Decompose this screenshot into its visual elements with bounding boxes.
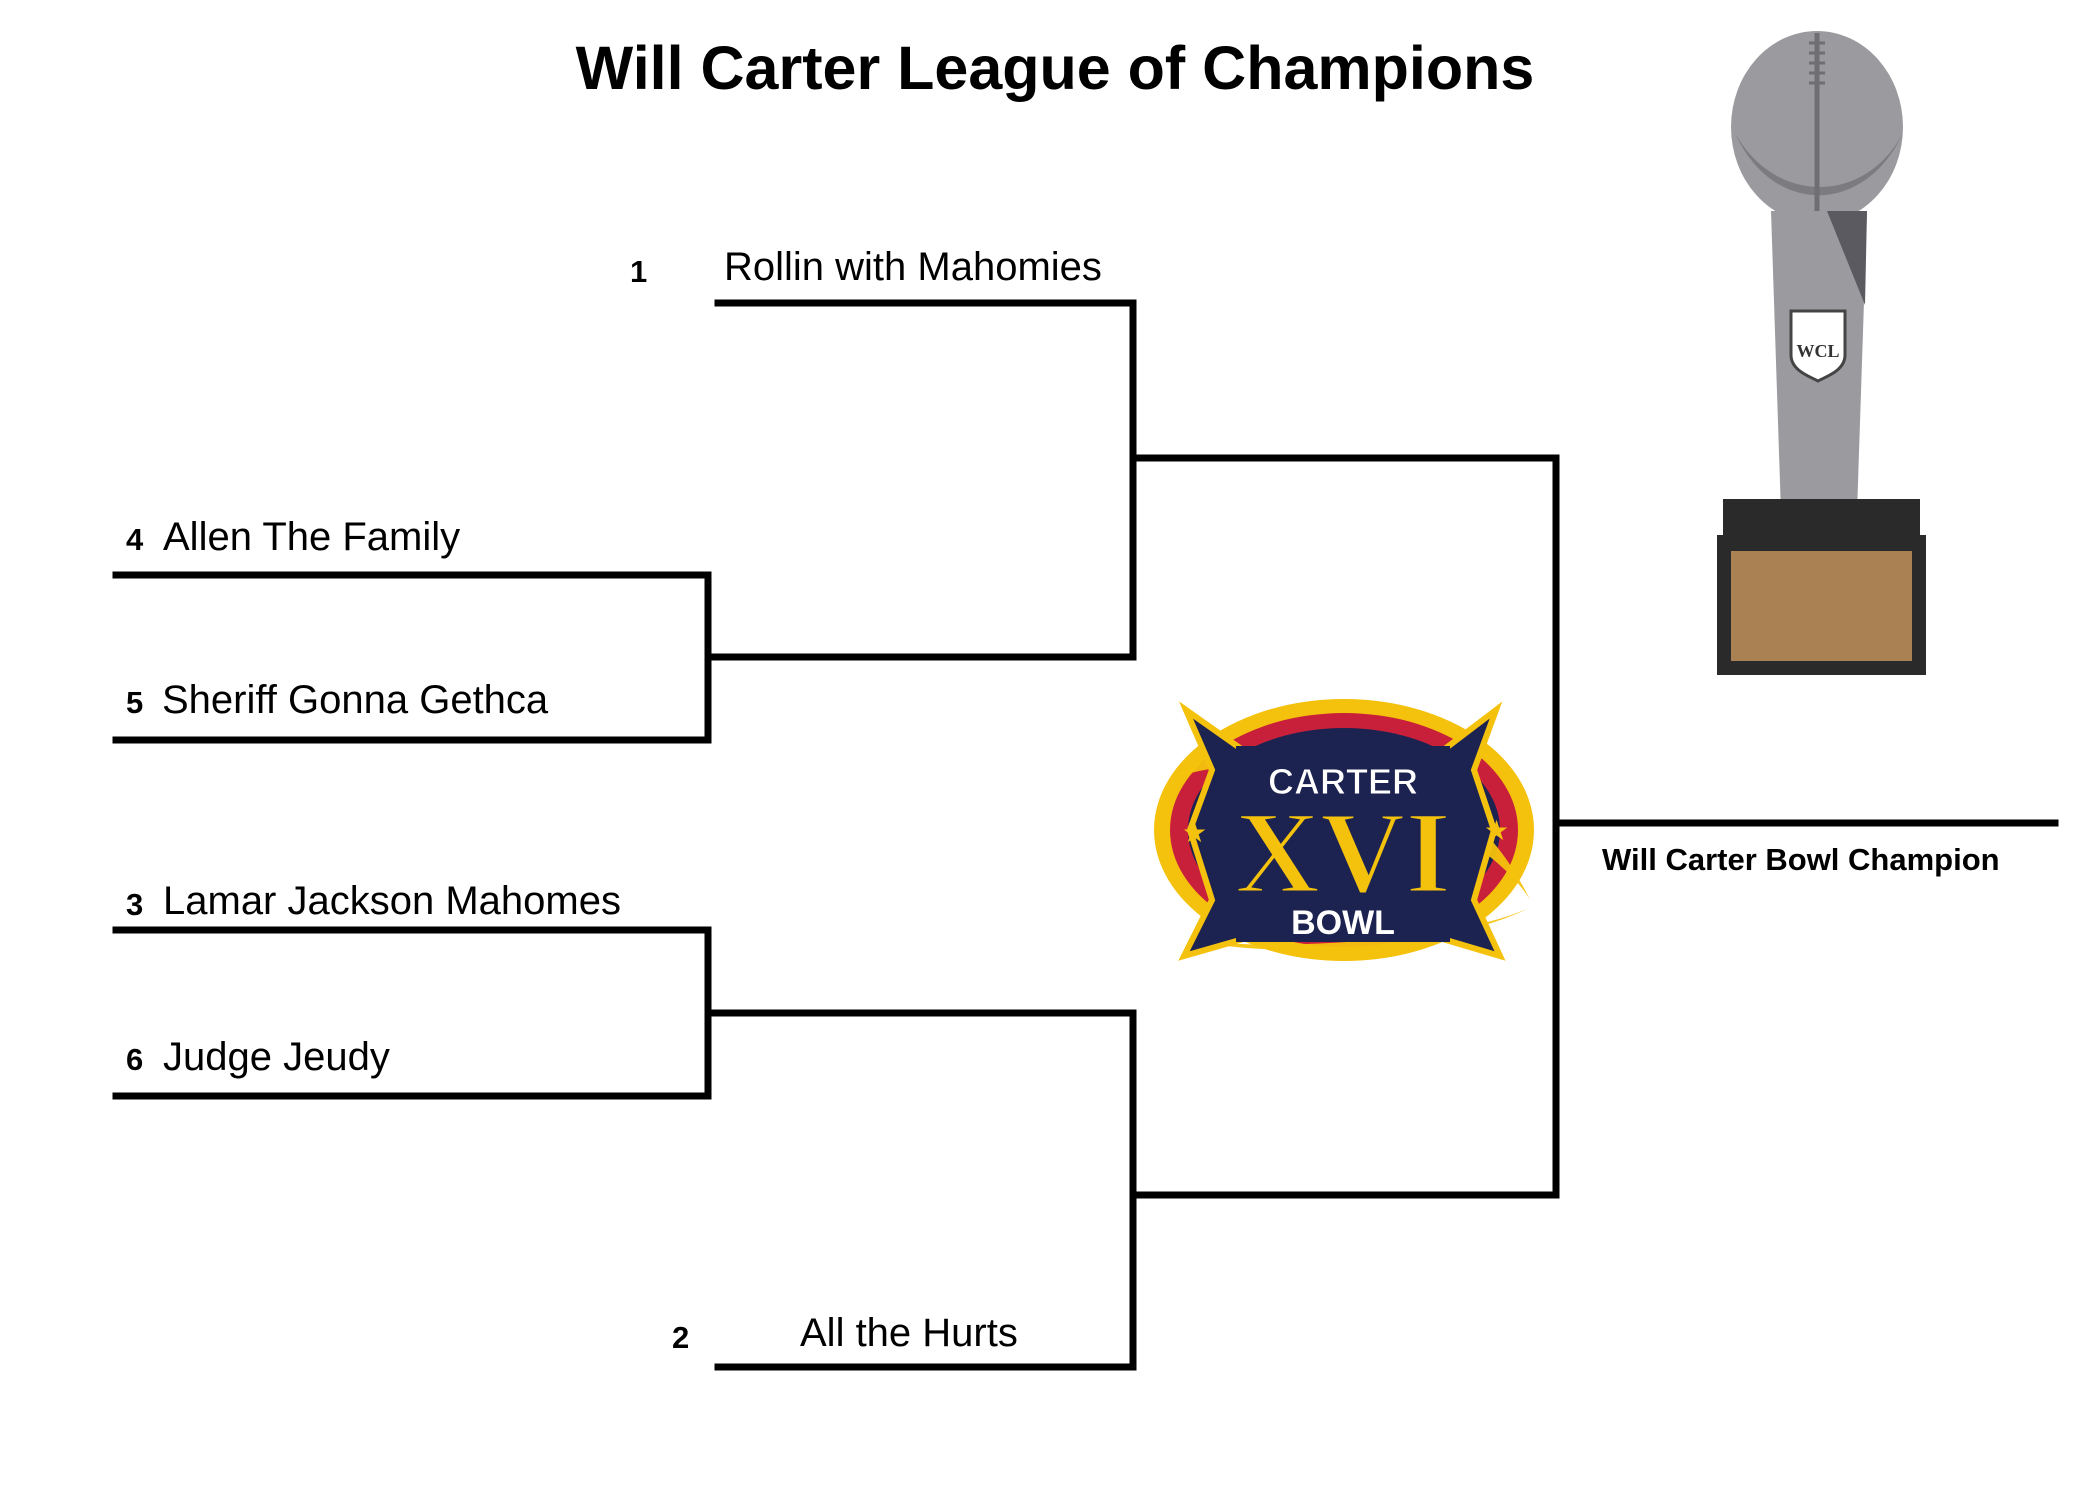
- bracket-line-winner-3-6: [706, 1009, 1137, 1371]
- page-title: Will Carter League of Champions: [575, 34, 1535, 102]
- svg-text:★: ★: [1182, 816, 1207, 849]
- svg-text:★: ★: [1484, 814, 1509, 847]
- seed-number: 2: [672, 1320, 690, 1355]
- seed-number: 5: [126, 685, 144, 720]
- trophy-shield-text: WCL: [1796, 341, 1839, 361]
- seed-number: 1: [630, 254, 648, 289]
- bracket-line-seed-3: [112, 926, 712, 1100]
- bracket-line-seed-1: [714, 299, 1137, 661]
- team-name: Allen The Family: [163, 515, 461, 559]
- champion-label: Will Carter Bowl Champion: [1602, 842, 2000, 877]
- carter-bowl-logo: ★ ★ CARTER XVI BOWL: [1150, 690, 1550, 975]
- logo-top-text: CARTER: [1268, 761, 1418, 802]
- team-name: Sheriff Gonna Gethca: [162, 678, 549, 722]
- seed-number: 4: [126, 522, 144, 557]
- bracket-line-semifinal-top: [1131, 454, 1560, 1199]
- seed-number: 3: [126, 887, 144, 922]
- bracket-line-seed-4: [112, 571, 712, 744]
- seed-number: 6: [126, 1042, 144, 1077]
- trophy-image: WCL: [1715, 15, 1930, 680]
- team-name: Judge Jeudy: [163, 1035, 390, 1079]
- team-name: Rollin with Mahomies: [724, 245, 1102, 289]
- logo-bottom-text: BOWL: [1291, 904, 1395, 942]
- logo-numeral: XVI: [1235, 787, 1451, 918]
- team-name: Lamar Jackson Mahomes: [163, 879, 621, 923]
- team-name: All the Hurts: [800, 1311, 1018, 1355]
